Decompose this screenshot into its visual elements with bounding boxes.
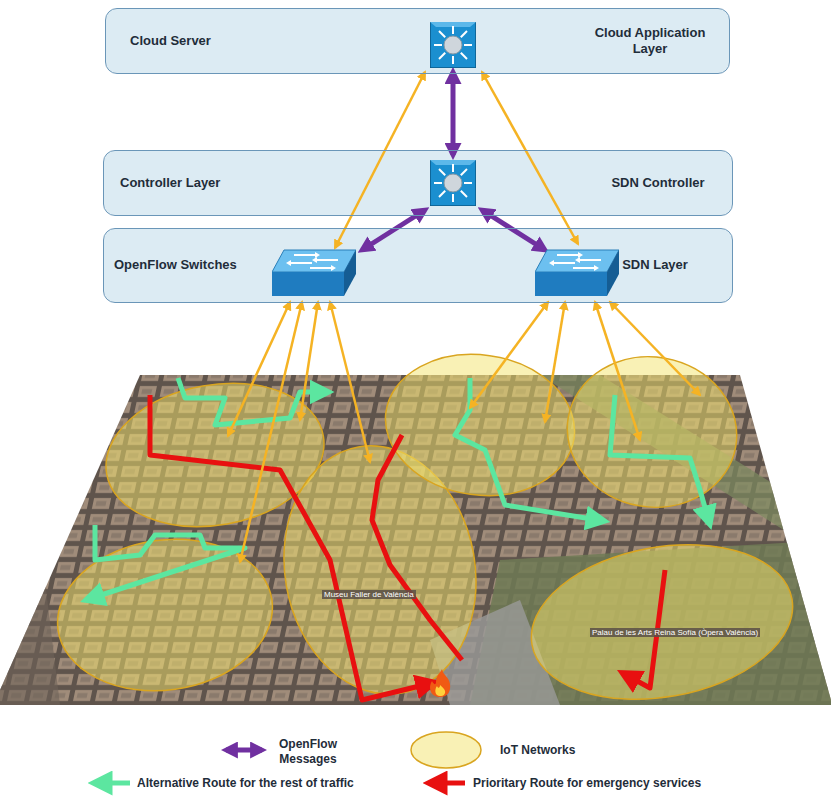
drawing-shape: [430, 669, 450, 697]
openflow-message: [362, 210, 425, 250]
legend-text: IoT Networks: [500, 743, 575, 758]
drawing-shape: [435, 685, 445, 696]
drawing-shape: [150, 395, 428, 700]
drawing-shape: [372, 435, 462, 660]
drawing-shape: [226, 748, 262, 753]
layer-name: OpenFlow Switches: [114, 257, 264, 273]
openflow-switch-icon: [272, 250, 356, 296]
band-fills: [104, 9, 732, 302]
drawing-shape: [595, 302, 640, 440]
drawing-shape: [48, 526, 283, 705]
drawing-shape: [330, 302, 370, 462]
drawing-shape: [100, 781, 130, 786]
fire-symbol: [430, 669, 450, 697]
layer-band: Controller Layer SDN Controller: [103, 150, 733, 216]
openflow-message: [482, 210, 545, 250]
band-fill: [104, 151, 732, 215]
legend-text: Prioritary Route for emergency services: [473, 776, 701, 791]
drawing-shape: [545, 302, 565, 422]
layer-band: OpenFlow Switches SDN Layer: [103, 228, 733, 303]
drawing-shape: [435, 781, 465, 786]
data-link: [482, 72, 578, 244]
layer-title: SDN Layer: [600, 257, 710, 273]
drawing-shape: [92, 525, 245, 598]
legend-text: Alternative Route for the rest of traffi…: [137, 776, 354, 791]
drawing-shape: [519, 525, 805, 719]
map-label: Museu Faller de València: [322, 590, 416, 599]
drawing-shape: [555, 343, 748, 520]
drawing-shape: [376, 342, 584, 507]
cloud-server-icon: [430, 22, 476, 68]
iot-networks: [48, 342, 805, 718]
map-label: Palau de les Arts Reina Sofía (Òpera Val…: [590, 628, 760, 637]
openflow-message: [451, 72, 456, 155]
drawing-shape: [470, 302, 548, 408]
layer-title: SDN Controller: [598, 175, 718, 191]
sdn-controller-icon: [430, 160, 476, 206]
priority-routes: [150, 395, 665, 700]
layer-name: Controller Layer: [120, 175, 270, 191]
legend-text: OpenFlow Messages: [272, 737, 344, 767]
drawing-shape: [0, 540, 60, 705]
drawing-shape: [411, 732, 481, 768]
layer-title: Cloud Application Layer: [585, 25, 715, 57]
drawing-shape: [610, 395, 708, 518]
alternative-routes: [92, 378, 708, 598]
drawing-shape: [300, 302, 318, 420]
openflow-switch-icon: [535, 250, 619, 296]
legend-swatches: [100, 732, 481, 783]
band-fill: [106, 9, 729, 73]
band-fill: [104, 229, 732, 302]
drawing-shape: [228, 302, 290, 436]
switch-links: [228, 302, 700, 562]
layer-name: Cloud Server: [130, 33, 280, 49]
data-link: [335, 72, 425, 248]
layer-band: Cloud Server Cloud Application Layer: [105, 8, 730, 74]
drawing-shape: [240, 302, 302, 562]
drawing-shape: [610, 302, 700, 395]
